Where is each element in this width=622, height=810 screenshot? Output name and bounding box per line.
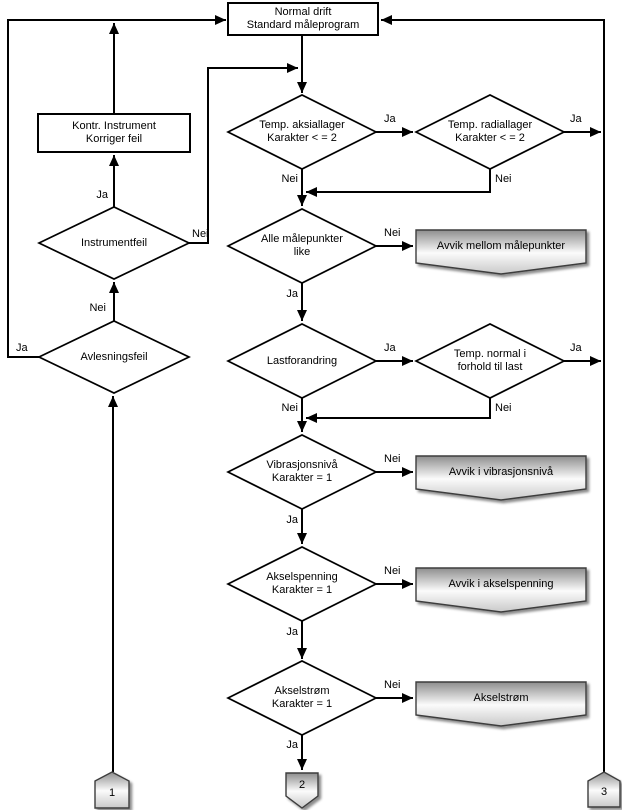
output-dev-points-shape (415, 229, 587, 275)
process-start-shape (227, 2, 379, 36)
output-shaft-current-shape (415, 681, 587, 727)
edge-ja-reading-error-to-start (7, 15, 226, 358)
edge-nei-instrument-error (189, 63, 298, 244)
decision-temp-radial-shape (414, 94, 566, 170)
edge-nei-temp-normal-load (306, 398, 491, 423)
offpage-connector-3-shape (587, 771, 621, 808)
output-dev-vibration-shape (415, 455, 587, 501)
decision-reading-error-shape (37, 320, 191, 394)
output-dev-shaft-voltage-shape (415, 567, 587, 613)
decision-load-change-shape (226, 323, 378, 399)
edge-right-rail-to-start (381, 15, 605, 772)
decision-vibration-level-shape (226, 434, 378, 510)
offpage-connector-1-shape (94, 771, 130, 809)
decision-instrument-error-shape (37, 206, 191, 280)
decision-shaft-voltage-shape (226, 546, 378, 622)
decision-points-alike-shape (226, 208, 378, 284)
offpage-connector-2-shape (285, 772, 319, 809)
decision-temp-normal-load-shape (414, 323, 566, 399)
process-check-instrument-shape (37, 113, 191, 153)
decision-shaft-current-shape (226, 660, 378, 736)
edge-nei-temp-radial (306, 169, 491, 197)
decision-temp-axial-shape (226, 94, 378, 170)
